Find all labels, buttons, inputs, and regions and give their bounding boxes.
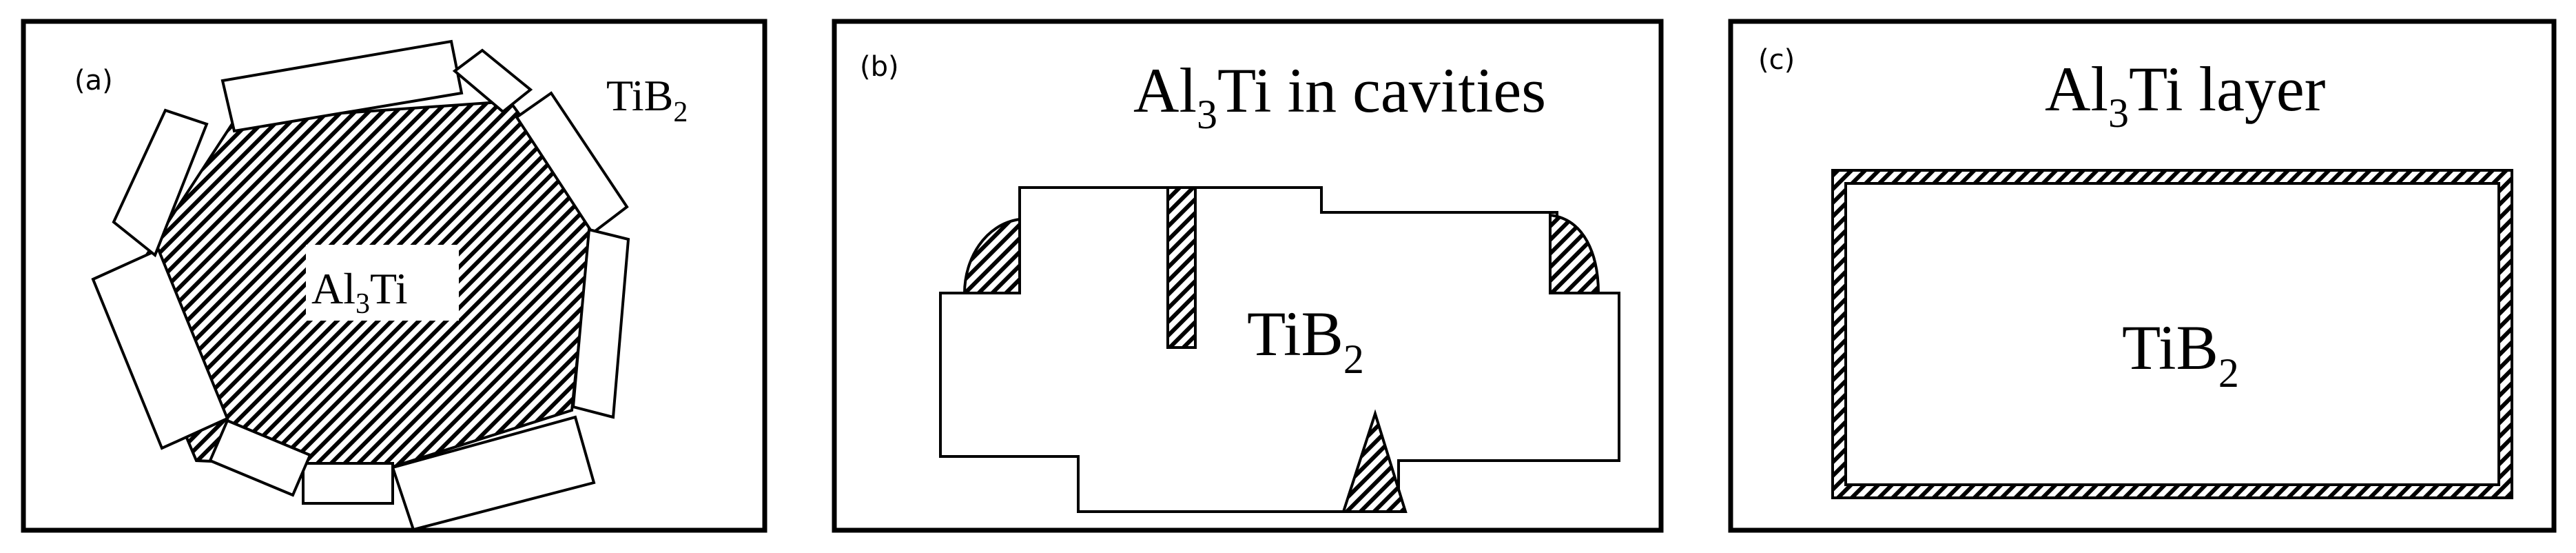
al3ti-label: Al3Ti [311, 264, 408, 320]
al3ti-label-box [306, 245, 459, 321]
cavity-fill-notch [1341, 409, 1408, 513]
tib2-plate [112, 108, 209, 258]
tib2-plate [302, 462, 394, 505]
tib2-plates [91, 39, 630, 532]
cavity-fill-left [962, 217, 1021, 294]
cavity-fill-slot [1166, 186, 1197, 349]
tib2-plate [391, 415, 596, 532]
panel-a: (a) Al3Ti TiB2 [21, 19, 767, 533]
panel-c-tag: (c) [1758, 44, 1795, 76]
panel-b-title: Al3Ti in cavities [1133, 55, 1546, 137]
tib2-particle [939, 186, 1620, 513]
tib2-plate [220, 39, 464, 133]
tib2-plate [515, 91, 629, 235]
tib2-plate [452, 48, 533, 114]
panel-b-body-label: TiB2 [1247, 299, 1364, 382]
tib2-plate [571, 228, 630, 419]
tib2-plate [91, 248, 229, 450]
panel-b-tag: (b) [860, 51, 899, 83]
tib2-label: TiB2 [606, 71, 688, 128]
panel-b: (b) Al3Ti in cavities TiB2 [832, 19, 1664, 533]
cavity-fill-right [1549, 213, 1600, 294]
panel-c-title: Al3Ti layer [2045, 54, 2325, 136]
panel-c: (c) Al3Ti layer TiB2 [1728, 19, 2557, 533]
tib2-body [1844, 182, 2500, 486]
tib2-plate [208, 419, 312, 497]
panel-c-body-label: TiB2 [2122, 312, 2239, 396]
panel-a-tag: (a) [74, 65, 113, 97]
